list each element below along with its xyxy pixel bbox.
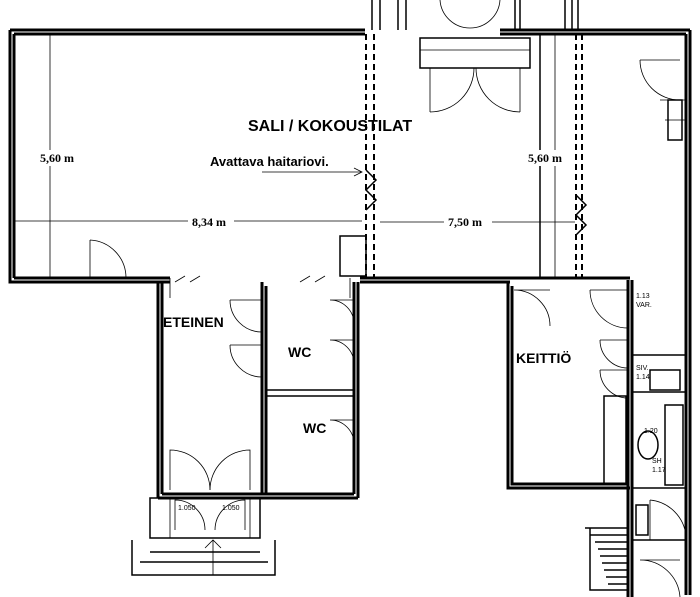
room-label-hall: SALI / KOKOUSTILAT [248, 118, 412, 135]
code-var: VAR. [636, 302, 652, 309]
room-label-wc-1: WC [288, 344, 311, 360]
kitchen-wet-rooms [513, 289, 687, 597]
room-label-entrance: ETEINEN [163, 314, 224, 330]
room-labels: SALI / KOKOUSTILAT ETEINEN WC WC KEITTIÖ [163, 118, 571, 436]
dim-right-height: 5,60 m [528, 151, 562, 165]
code-entry-a: 1.050 [178, 505, 196, 512]
room-label-wc-2: WC [303, 420, 326, 436]
top-openings [371, 0, 681, 113]
dim-left-height: 5,60 m [40, 151, 74, 165]
code-siv: SIV. [636, 365, 649, 372]
code-sh-num: 1.17 [652, 467, 666, 474]
room-label-kitchen: KEITTIÖ [516, 350, 571, 366]
code-pwc-num: 1.20 [644, 428, 658, 435]
outer-walls [8, 28, 692, 597]
dim-right-width: 7,50 m [448, 215, 482, 229]
entrance-wc-interiors [131, 275, 355, 576]
code-siv-num: 1.14 [636, 374, 650, 381]
annotation-labels: Avattava haitariovi. [210, 154, 329, 169]
dimension-labels: 5,60 m 5,60 m 8,34 m 7,50 m [36, 150, 574, 230]
code-entry-b: 1.050 [222, 505, 240, 512]
dim-left-width: 8,34 m [192, 215, 226, 229]
folding-door-note: Avattava haitariovi. [210, 154, 329, 169]
small-room-codes: 1.13 VAR. SIV. 1.14 SH 1.17 1.20 1.050 1… [178, 293, 666, 512]
interior-partitions [89, 34, 686, 279]
code-sh: SH [652, 458, 662, 465]
code-var-num: 1.13 [636, 293, 650, 300]
